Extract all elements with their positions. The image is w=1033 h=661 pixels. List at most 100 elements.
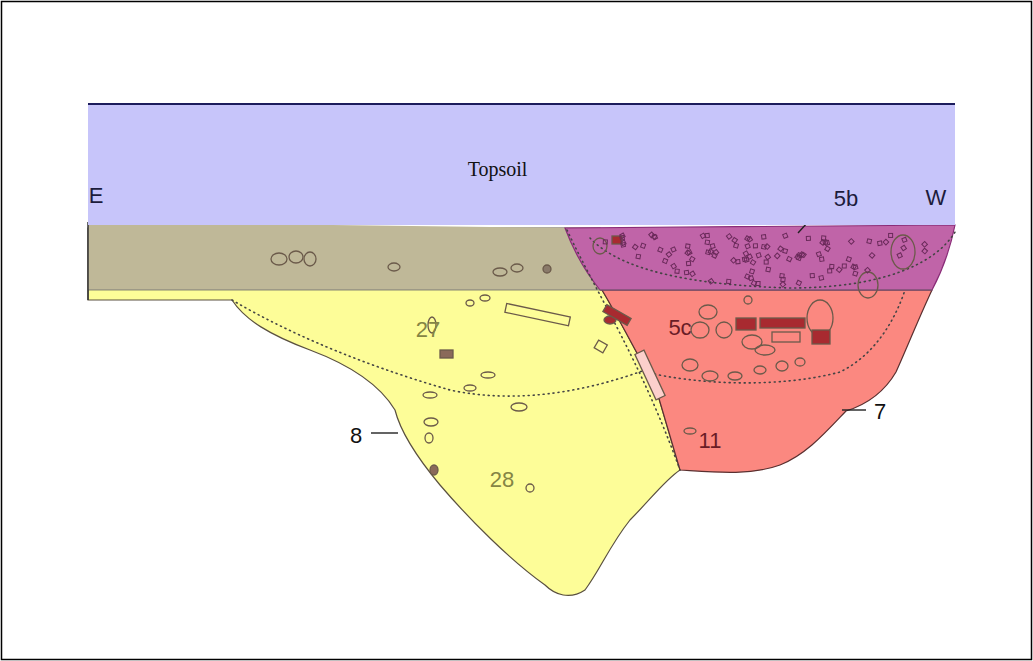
context-number: 5b	[834, 188, 858, 210]
rubble-stone	[663, 258, 668, 263]
interface-line	[232, 300, 645, 396]
rubble-stone	[687, 250, 692, 255]
rubble-stone	[756, 282, 760, 286]
rubble-stone	[867, 239, 872, 244]
rubble-stone	[753, 244, 757, 248]
rubble-stone	[853, 271, 858, 276]
rubble-stone	[745, 236, 751, 242]
rubble-stone	[620, 235, 625, 240]
rubble-stone	[764, 260, 768, 264]
rubble-stone	[641, 243, 646, 248]
rubble-stone	[749, 269, 754, 274]
rubble-stone	[897, 253, 902, 258]
context-number: 11	[699, 430, 722, 452]
rubble-stone	[745, 244, 750, 249]
rubble-stone	[712, 253, 717, 258]
rubble-texture	[603, 232, 927, 287]
rubble-stone	[734, 243, 739, 248]
rubble-stone	[922, 241, 928, 247]
rubble-stone	[842, 264, 846, 268]
rubble-stone	[686, 261, 690, 265]
rubble-stone	[877, 241, 882, 246]
rubble-stone	[810, 273, 814, 277]
rubble-stone	[799, 252, 805, 258]
rubble-stone	[731, 257, 737, 263]
section-edge	[87, 222, 89, 300]
fill-layer	[600, 290, 932, 472]
rubble-stone	[848, 239, 854, 245]
rubble-stone	[889, 233, 893, 237]
rubble-stone	[836, 267, 842, 273]
rubble-stone	[671, 247, 676, 252]
rubble-stone	[603, 240, 607, 244]
rubble-stone	[750, 260, 756, 266]
rubble-stone	[658, 247, 663, 252]
layer-name: Topsoil	[468, 158, 528, 181]
rubble-stone	[742, 257, 747, 262]
rubble-stone	[783, 233, 788, 238]
rubble-stone	[922, 248, 928, 254]
rubble-stone	[825, 246, 830, 251]
rubble-stone	[825, 240, 830, 245]
rubble-stone	[765, 254, 771, 260]
leader-line	[371, 432, 398, 433]
rubble-stone	[780, 281, 786, 287]
rubble-stone	[828, 269, 832, 273]
rubble-stone	[756, 253, 761, 258]
rubble-stone	[865, 267, 871, 273]
rubble-stone	[705, 240, 710, 245]
rubble-stone	[710, 244, 715, 249]
rubble-stone	[666, 252, 672, 258]
compass-label: E	[89, 185, 104, 207]
soil-layer	[88, 222, 600, 290]
rubble-stone	[708, 279, 714, 285]
rubble-stone	[783, 249, 788, 254]
rubble-stone	[685, 244, 690, 249]
rubble-stone	[761, 235, 766, 240]
rubble-stone	[690, 271, 696, 277]
soil-band: Topsoil	[88, 103, 955, 225]
layer-edge	[88, 290, 932, 291]
compass-label: W	[926, 187, 947, 209]
rubble-stone	[727, 279, 731, 283]
rubble-stone	[846, 257, 851, 262]
rubble-stone	[851, 264, 856, 269]
interface-line	[645, 290, 905, 383]
rubble-stone	[819, 257, 824, 262]
rubble-stone	[732, 237, 738, 243]
rubble-stone	[869, 253, 875, 259]
leader-lines	[371, 202, 866, 433]
rubble-layer	[565, 225, 955, 290]
rubble-stone	[705, 233, 709, 237]
rubble-stone	[636, 254, 641, 259]
rubble-stone	[652, 235, 657, 240]
rubble-stone	[901, 245, 907, 251]
context-number: 5c	[668, 317, 691, 339]
cut-number: 7	[874, 401, 886, 423]
rubble-stone	[787, 256, 792, 261]
rubble-stone	[708, 249, 713, 254]
cut-number: 8	[350, 425, 362, 447]
rubble-stone	[830, 264, 834, 268]
rubble-stone	[649, 232, 655, 238]
rubble-stone	[761, 245, 766, 250]
rubble-stone	[774, 253, 780, 259]
rubble-stone	[766, 267, 771, 272]
leader-line	[842, 409, 866, 410]
rubble-stone	[621, 243, 626, 248]
interface-line	[567, 230, 680, 470]
rubble-stone	[675, 269, 679, 273]
rubble-stone	[671, 263, 677, 269]
rubble-stone	[726, 234, 732, 240]
rubble-stone	[743, 251, 748, 256]
interface-lines	[232, 230, 955, 470]
rubble-stone	[816, 252, 821, 257]
rubble-stone	[796, 280, 801, 285]
interface-line	[590, 232, 955, 288]
rubble-stone	[778, 246, 784, 252]
stones	[271, 235, 915, 492]
rubble-stone	[902, 237, 907, 242]
rubble-stone	[883, 239, 889, 245]
